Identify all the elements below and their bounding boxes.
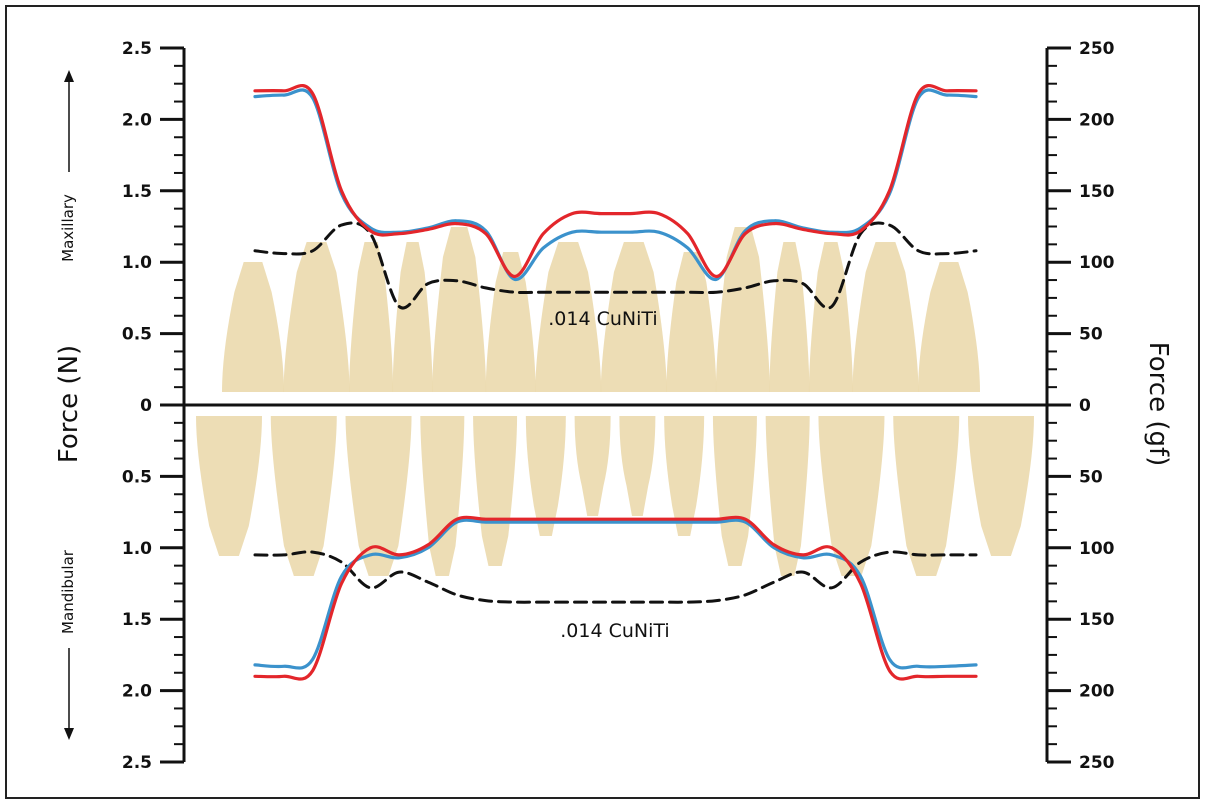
left-axis-title: Force (N) <box>54 345 84 463</box>
tooth-mandibular <box>420 416 465 576</box>
right-tick-label: 200 <box>1079 682 1115 702</box>
tooth-maxillary <box>535 242 602 392</box>
tooth-mandibular <box>664 416 705 536</box>
chart-frame <box>5 5 1200 799</box>
right-tick-label: 50 <box>1079 325 1103 345</box>
tooth-maxillary <box>485 252 536 392</box>
left-tick-label: 0.5 <box>122 467 152 487</box>
tooth-maxillary <box>432 227 487 392</box>
tooth-maxillary <box>715 227 770 392</box>
teeth-layer <box>196 227 1034 576</box>
maxillary-label: Maxillary <box>59 194 77 262</box>
series-maxillary-red <box>253 83 978 279</box>
right-tick-label: 150 <box>1079 182 1115 202</box>
right-tick-label: 250 <box>1079 39 1115 59</box>
left-tick-label: 2.5 <box>122 753 152 773</box>
left-tick-label: 1.5 <box>122 182 152 202</box>
left-tick-label: 0.5 <box>122 325 152 345</box>
tooth-mandibular <box>345 416 412 576</box>
left-tick-label: 2.5 <box>122 39 152 59</box>
mandibular-label: Mandibular <box>59 549 77 634</box>
left-tick-label: 1.0 <box>122 539 152 559</box>
tooth-mandibular <box>574 416 611 516</box>
right-tick-label: 250 <box>1079 753 1115 773</box>
tooth-maxillary <box>666 252 717 392</box>
tooth-mandibular <box>818 416 885 576</box>
left-tick-label: 1.0 <box>122 253 152 273</box>
tooth-maxillary <box>392 242 433 392</box>
right-tick-label: 150 <box>1079 610 1115 630</box>
tooth-maxillary <box>808 242 853 392</box>
left-tick-label: 0 <box>140 396 152 416</box>
tooth-maxillary <box>222 262 284 392</box>
tooth-mandibular <box>196 416 262 556</box>
text-layer: Force (N) Force (gf) Maxillary Mandibula… <box>54 194 1173 642</box>
mandibular-arrow <box>64 648 74 740</box>
series-mandibular-blue <box>253 518 978 670</box>
series-maxillary-dashed <box>253 221 978 310</box>
right-tick-label: 200 <box>1079 110 1115 130</box>
tooth-mandibular <box>893 416 960 576</box>
tooth-mandibular <box>473 416 518 566</box>
tooth-maxillary <box>852 242 919 392</box>
annotation-mandibular: .014 CuNiTi <box>560 620 669 642</box>
tooth-maxillary <box>600 242 667 392</box>
tooth-maxillary <box>769 242 810 392</box>
left-tick-label: 2.0 <box>122 682 152 702</box>
tooth-mandibular <box>270 416 337 576</box>
series-layer <box>253 83 978 681</box>
annotation-maxillary: .014 CuNiTi <box>548 308 657 330</box>
series-mandibular-red <box>253 515 978 681</box>
tooth-mandibular <box>712 416 757 566</box>
series-maxillary-blue <box>253 88 978 281</box>
tooth-maxillary <box>283 242 350 392</box>
tooth-maxillary <box>349 242 394 392</box>
tooth-mandibular <box>619 416 656 516</box>
axes-layer: 2.5 250 2.0 200 1.5 150 1.0 100 0.5 50 0 0 0.5 50 1.0 1… <box>122 39 1115 773</box>
series-mandibular-dashed <box>253 550 978 604</box>
left-tick-label: 2.0 <box>122 110 152 130</box>
right-tick-label: 100 <box>1079 253 1115 273</box>
right-axis-title: Force (gf) <box>1143 342 1173 467</box>
right-tick-label: 50 <box>1079 467 1103 487</box>
maxillary-arrow <box>64 70 74 172</box>
left-tick-label: 1.5 <box>122 610 152 630</box>
tooth-mandibular <box>968 416 1034 556</box>
right-tick-label: 100 <box>1079 539 1115 559</box>
right-tick-label: 0 <box>1079 396 1091 416</box>
tooth-mandibular <box>525 416 566 536</box>
tooth-maxillary <box>918 262 980 392</box>
tooth-mandibular <box>765 416 810 576</box>
